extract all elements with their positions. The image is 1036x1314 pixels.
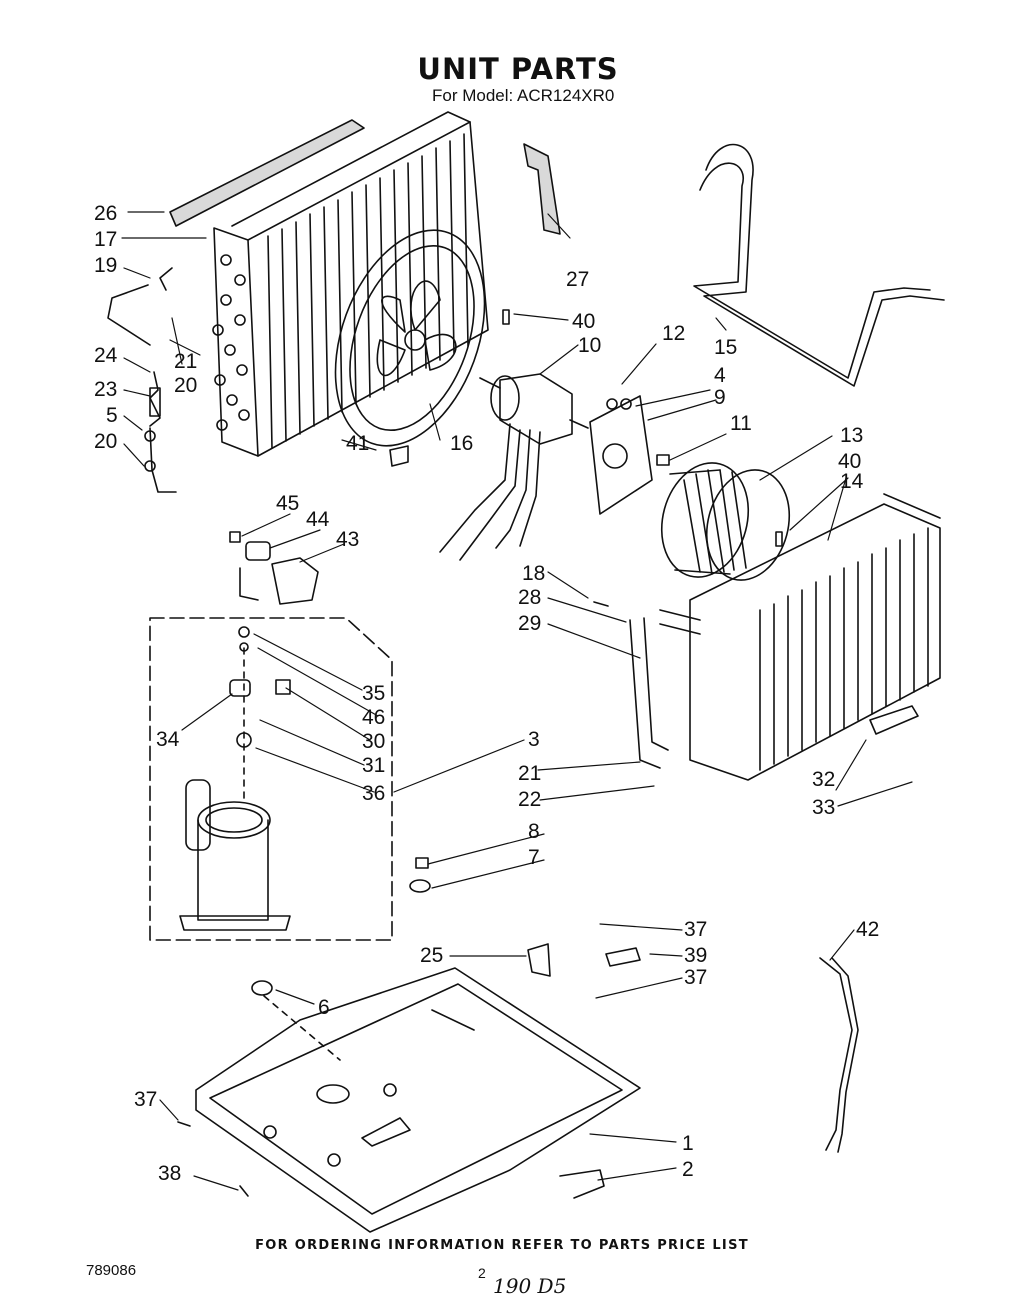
part-label-41: 41 <box>346 432 369 455</box>
part-label-23: 23 <box>94 378 117 401</box>
top-gasket-strip <box>169 119 365 227</box>
base-pan-drawing <box>195 943 641 1233</box>
part-label-28: 28 <box>518 586 541 609</box>
leader-lines <box>121 211 913 1191</box>
page-number: 2 <box>478 1265 486 1281</box>
part-label-25: 25 <box>420 944 443 967</box>
part-label-42: 42 <box>856 918 879 941</box>
part-label-34: 34 <box>156 728 180 751</box>
part-number-labels: 26 17 19 24 23 5 20 21 20 27 40 10 12 15… <box>94 202 879 1185</box>
compressor-assembly-drawing <box>149 617 431 941</box>
document-number: 789086 <box>86 1262 137 1279</box>
part-label-4: 4 <box>714 364 726 387</box>
part-label-6: 6 <box>318 996 330 1019</box>
part-label-36: 36 <box>362 782 385 805</box>
part-label-30: 30 <box>362 730 385 753</box>
page-title: UNIT PARTS <box>417 52 619 86</box>
part-label-46: 46 <box>362 706 385 729</box>
part-label-40a: 40 <box>572 310 595 333</box>
part-label-31: 31 <box>362 754 385 777</box>
part-label-11: 11 <box>730 412 752 435</box>
part-label-40b: 40 <box>838 450 861 473</box>
part-label-1: 1 <box>682 1132 694 1155</box>
ordering-info-footer: FOR ORDERING INFORMATION REFER TO PARTS … <box>255 1238 749 1253</box>
part-label-7: 7 <box>528 846 540 869</box>
part-label-14: 14 <box>840 470 864 493</box>
part-label-12: 12 <box>662 322 685 345</box>
part-label-39: 39 <box>684 944 707 967</box>
part-label-45: 45 <box>276 492 299 515</box>
condenser-coil-drawing <box>212 111 489 457</box>
part-label-22: 22 <box>518 788 541 811</box>
blower-wheel-drawing <box>660 462 791 581</box>
part-label-20a: 20 <box>174 374 197 397</box>
part-label-18: 18 <box>522 562 545 585</box>
part-label-43: 43 <box>336 528 359 551</box>
corner-gasket <box>523 143 561 235</box>
small-parts-drawing <box>177 309 609 1197</box>
part-label-21a: 21 <box>174 350 197 373</box>
fan-motor-drawing <box>439 373 670 561</box>
part-label-3: 3 <box>528 728 540 751</box>
part-label-44: 44 <box>306 508 330 531</box>
part-label-16: 16 <box>450 432 473 455</box>
part-label-27: 27 <box>566 268 589 291</box>
part-label-37c: 37 <box>684 966 707 989</box>
part-label-26: 26 <box>94 202 117 225</box>
part-label-5: 5 <box>106 404 118 427</box>
model-subtitle: For Model: ACR124XR0 <box>432 86 615 105</box>
evaporator-coil-drawing <box>629 493 941 781</box>
part-label-17: 17 <box>94 228 117 251</box>
part-label-32: 32 <box>812 768 835 791</box>
part-label-37b: 37 <box>684 918 707 941</box>
part-label-9: 9 <box>714 386 726 409</box>
part-label-37a: 37 <box>134 1088 157 1111</box>
part-label-10: 10 <box>578 334 601 357</box>
part-label-21b: 21 <box>518 762 541 785</box>
part-label-13: 13 <box>840 424 863 447</box>
power-cord-drawing <box>819 957 859 1153</box>
handwritten-note: 190 D5 <box>493 1274 567 1298</box>
part-label-20b: 20 <box>94 430 117 453</box>
part-label-33: 33 <box>812 796 835 819</box>
part-label-8: 8 <box>528 820 540 843</box>
fan-shroud-drawing <box>334 229 486 447</box>
part-label-2: 2 <box>682 1158 694 1181</box>
part-label-29: 29 <box>518 612 541 635</box>
wire-harness-drawing <box>693 143 945 387</box>
part-label-35: 35 <box>362 682 385 705</box>
part-label-38: 38 <box>158 1162 181 1185</box>
part-label-24: 24 <box>94 344 118 367</box>
part-label-15: 15 <box>714 336 737 359</box>
left-tubing-parts <box>107 267 177 493</box>
part-label-19: 19 <box>94 254 117 277</box>
